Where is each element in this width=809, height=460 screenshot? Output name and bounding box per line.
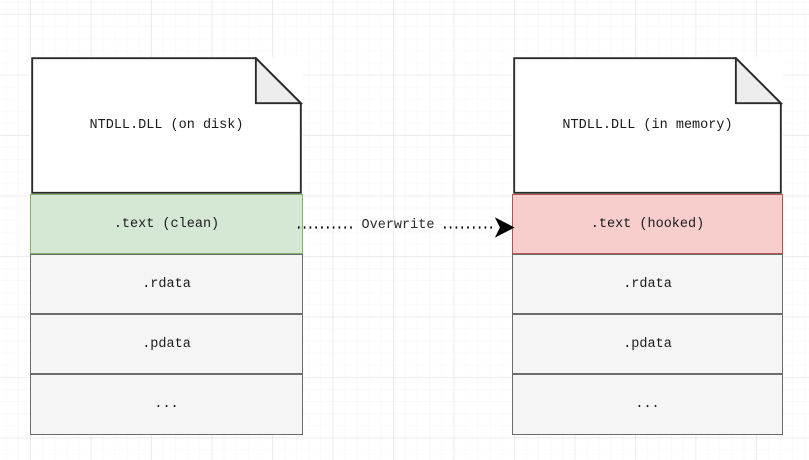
section-rdata-disk[interactable]: .rdata: [30, 254, 303, 314]
section-text-hooked[interactable]: .text (hooked): [512, 194, 783, 254]
edge-label-overwrite: Overwrite: [361, 218, 435, 233]
section-pdata-disk[interactable]: .pdata: [30, 314, 303, 374]
section-text-clean[interactable]: .text (clean): [30, 194, 303, 254]
section-ellipsis-disk[interactable]: ...: [30, 374, 303, 435]
section-rdata-memory[interactable]: .rdata: [512, 254, 783, 314]
section-label-text-hooked: .text (hooked): [590, 216, 705, 232]
section-pdata-memory[interactable]: .pdata: [512, 314, 783, 374]
section-label-rdata-memory: .rdata: [623, 276, 672, 292]
section-ellipsis-memory[interactable]: ...: [512, 374, 783, 435]
node-title-in-memory: NTDLL.DLL (in memory): [562, 118, 733, 133]
section-label-ellipsis-disk: ...: [154, 397, 179, 412]
document-fold-shape-on-disk: [31, 57, 303, 194]
section-label-pdata-memory: .pdata: [623, 336, 672, 352]
node-ntdll-on-disk[interactable]: NTDLL.DLL (on disk) .text (clean) .rdata…: [30, 57, 303, 435]
section-label-pdata-disk: .pdata: [142, 336, 191, 352]
section-label-ellipsis-memory: ...: [635, 397, 660, 412]
section-label-text-clean: .text (clean): [113, 216, 220, 232]
node-header-on-disk: NTDLL.DLL (on disk): [30, 57, 303, 194]
section-label-rdata-disk: .rdata: [142, 276, 191, 292]
overwrite-arrow-svg: [298, 217, 515, 238]
node-title-on-disk: NTDLL.DLL (on disk): [89, 118, 244, 133]
document-fold-shape-in-memory: [513, 57, 783, 194]
edge-overwrite[interactable]: Overwrite: [296, 206, 516, 250]
node-header-in-memory: NTDLL.DLL (in memory): [512, 57, 783, 194]
node-ntdll-in-memory[interactable]: NTDLL.DLL (in memory) .text (hooked) .rd…: [512, 57, 783, 435]
